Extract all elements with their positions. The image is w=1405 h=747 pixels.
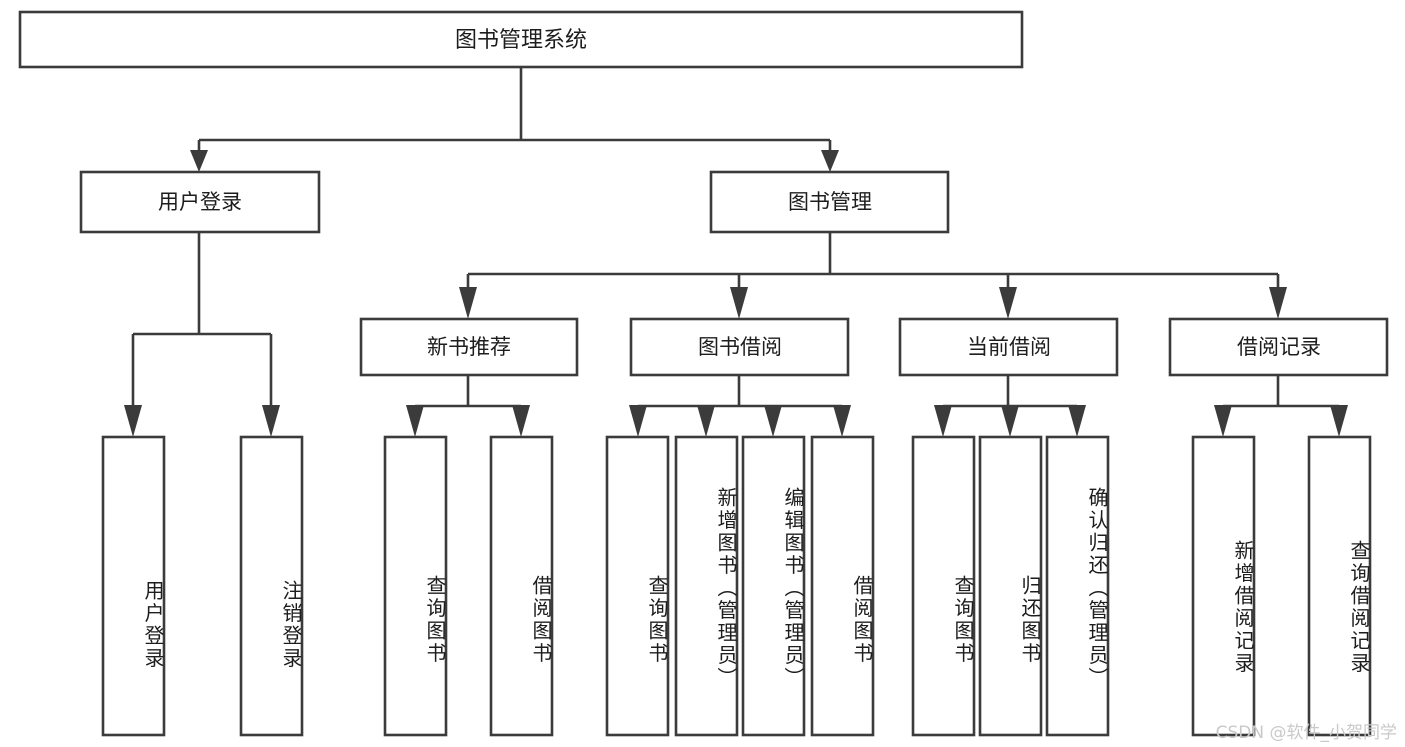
csdn-watermark: CSDN @软件_小贺同学 bbox=[1215, 723, 1397, 743]
arrow-head-user-login bbox=[190, 150, 208, 172]
arrow-head-leaf-confirm-return bbox=[1068, 405, 1086, 437]
node-book-borrow[interactable]: 图书借阅 bbox=[629, 317, 850, 377]
node-borrow-record-label: 借阅记录 bbox=[1237, 335, 1321, 359]
node-new-book-rec-label: 新书推荐 bbox=[427, 335, 511, 359]
node-borrow-record-box[interactable] bbox=[1168, 317, 1389, 377]
node-leaf-return-book-box[interactable] bbox=[978, 435, 1043, 737]
arrow-head-leaf-borrow-book-1 bbox=[512, 405, 530, 437]
node-borrow-record[interactable]: 借阅记录 bbox=[1168, 317, 1389, 377]
arrow-head-new-book-rec bbox=[459, 287, 477, 319]
arrow-head-leaf-borrow-book-2 bbox=[833, 405, 851, 437]
arrow-head-leaf-add-record bbox=[1214, 405, 1232, 437]
arrow-head-leaf-query-record bbox=[1330, 405, 1348, 437]
node-root-label: 图书管理系统 bbox=[455, 28, 587, 53]
node-book-manage[interactable]: 图书管理 bbox=[709, 170, 950, 234]
node-book-borrow-label: 图书借阅 bbox=[698, 335, 782, 359]
node-leaf-user-login-box[interactable] bbox=[101, 435, 166, 737]
node-leaf-borrow-book-1-box[interactable] bbox=[489, 435, 554, 737]
node-user-login-label: 用户登录 bbox=[158, 190, 242, 214]
node-user-login-box[interactable] bbox=[79, 170, 321, 234]
node-leaf-borrow-book-2-box[interactable] bbox=[810, 435, 875, 737]
node-leaf-add-record-box[interactable] bbox=[1191, 435, 1256, 737]
arrow-head-leaf-user-login bbox=[124, 405, 142, 437]
node-current-borrow[interactable]: 当前借阅 bbox=[898, 317, 1119, 377]
arrow-head-book-manage bbox=[821, 150, 839, 172]
node-book-manage-label: 图书管理 bbox=[788, 190, 872, 214]
arrow-head-leaf-add-book bbox=[697, 405, 715, 437]
arrow-head-leaf-query-book-2 bbox=[629, 405, 647, 437]
node-book-manage-box[interactable] bbox=[709, 170, 950, 234]
node-book-borrow-box[interactable] bbox=[629, 317, 850, 377]
node-root-box[interactable] bbox=[18, 10, 1024, 69]
node-current-borrow-label: 当前借阅 bbox=[967, 335, 1051, 359]
node-root[interactable]: 图书管理系统 bbox=[18, 10, 1024, 69]
node-current-borrow-box[interactable] bbox=[898, 317, 1119, 377]
node-new-book-rec[interactable]: 新书推荐 bbox=[359, 317, 579, 377]
node-leaf-add-book-box[interactable] bbox=[674, 435, 739, 737]
arrow-head-leaf-query-book-1 bbox=[406, 405, 424, 437]
arrow-head-leaf-edit-book bbox=[764, 405, 782, 437]
arrow-head-borrow-record bbox=[1269, 287, 1287, 319]
arrow-head-leaf-return-book bbox=[1001, 405, 1019, 437]
arrow-head-book-borrow bbox=[730, 287, 748, 319]
node-leaf-edit-book-box[interactable] bbox=[741, 435, 806, 737]
arrow-head-leaf-query-book-3 bbox=[934, 405, 952, 437]
node-leaf-query-record-box[interactable] bbox=[1307, 435, 1372, 737]
arrow-head-current-borrow bbox=[999, 287, 1017, 319]
arrow-head-leaf-logout bbox=[262, 405, 280, 437]
node-new-book-rec-box[interactable] bbox=[359, 317, 579, 377]
connector-layer bbox=[124, 67, 1348, 437]
node-leaf-logout-box[interactable] bbox=[239, 435, 304, 737]
node-user-login[interactable]: 用户登录 bbox=[79, 170, 321, 234]
node-leaf-query-book-1-box[interactable] bbox=[383, 435, 448, 737]
node-leaf-confirm-return-box[interactable] bbox=[1045, 435, 1110, 737]
node-leaf-query-book-3-box[interactable] bbox=[911, 435, 976, 737]
node-leaf-query-book-2-box[interactable] bbox=[605, 435, 670, 737]
